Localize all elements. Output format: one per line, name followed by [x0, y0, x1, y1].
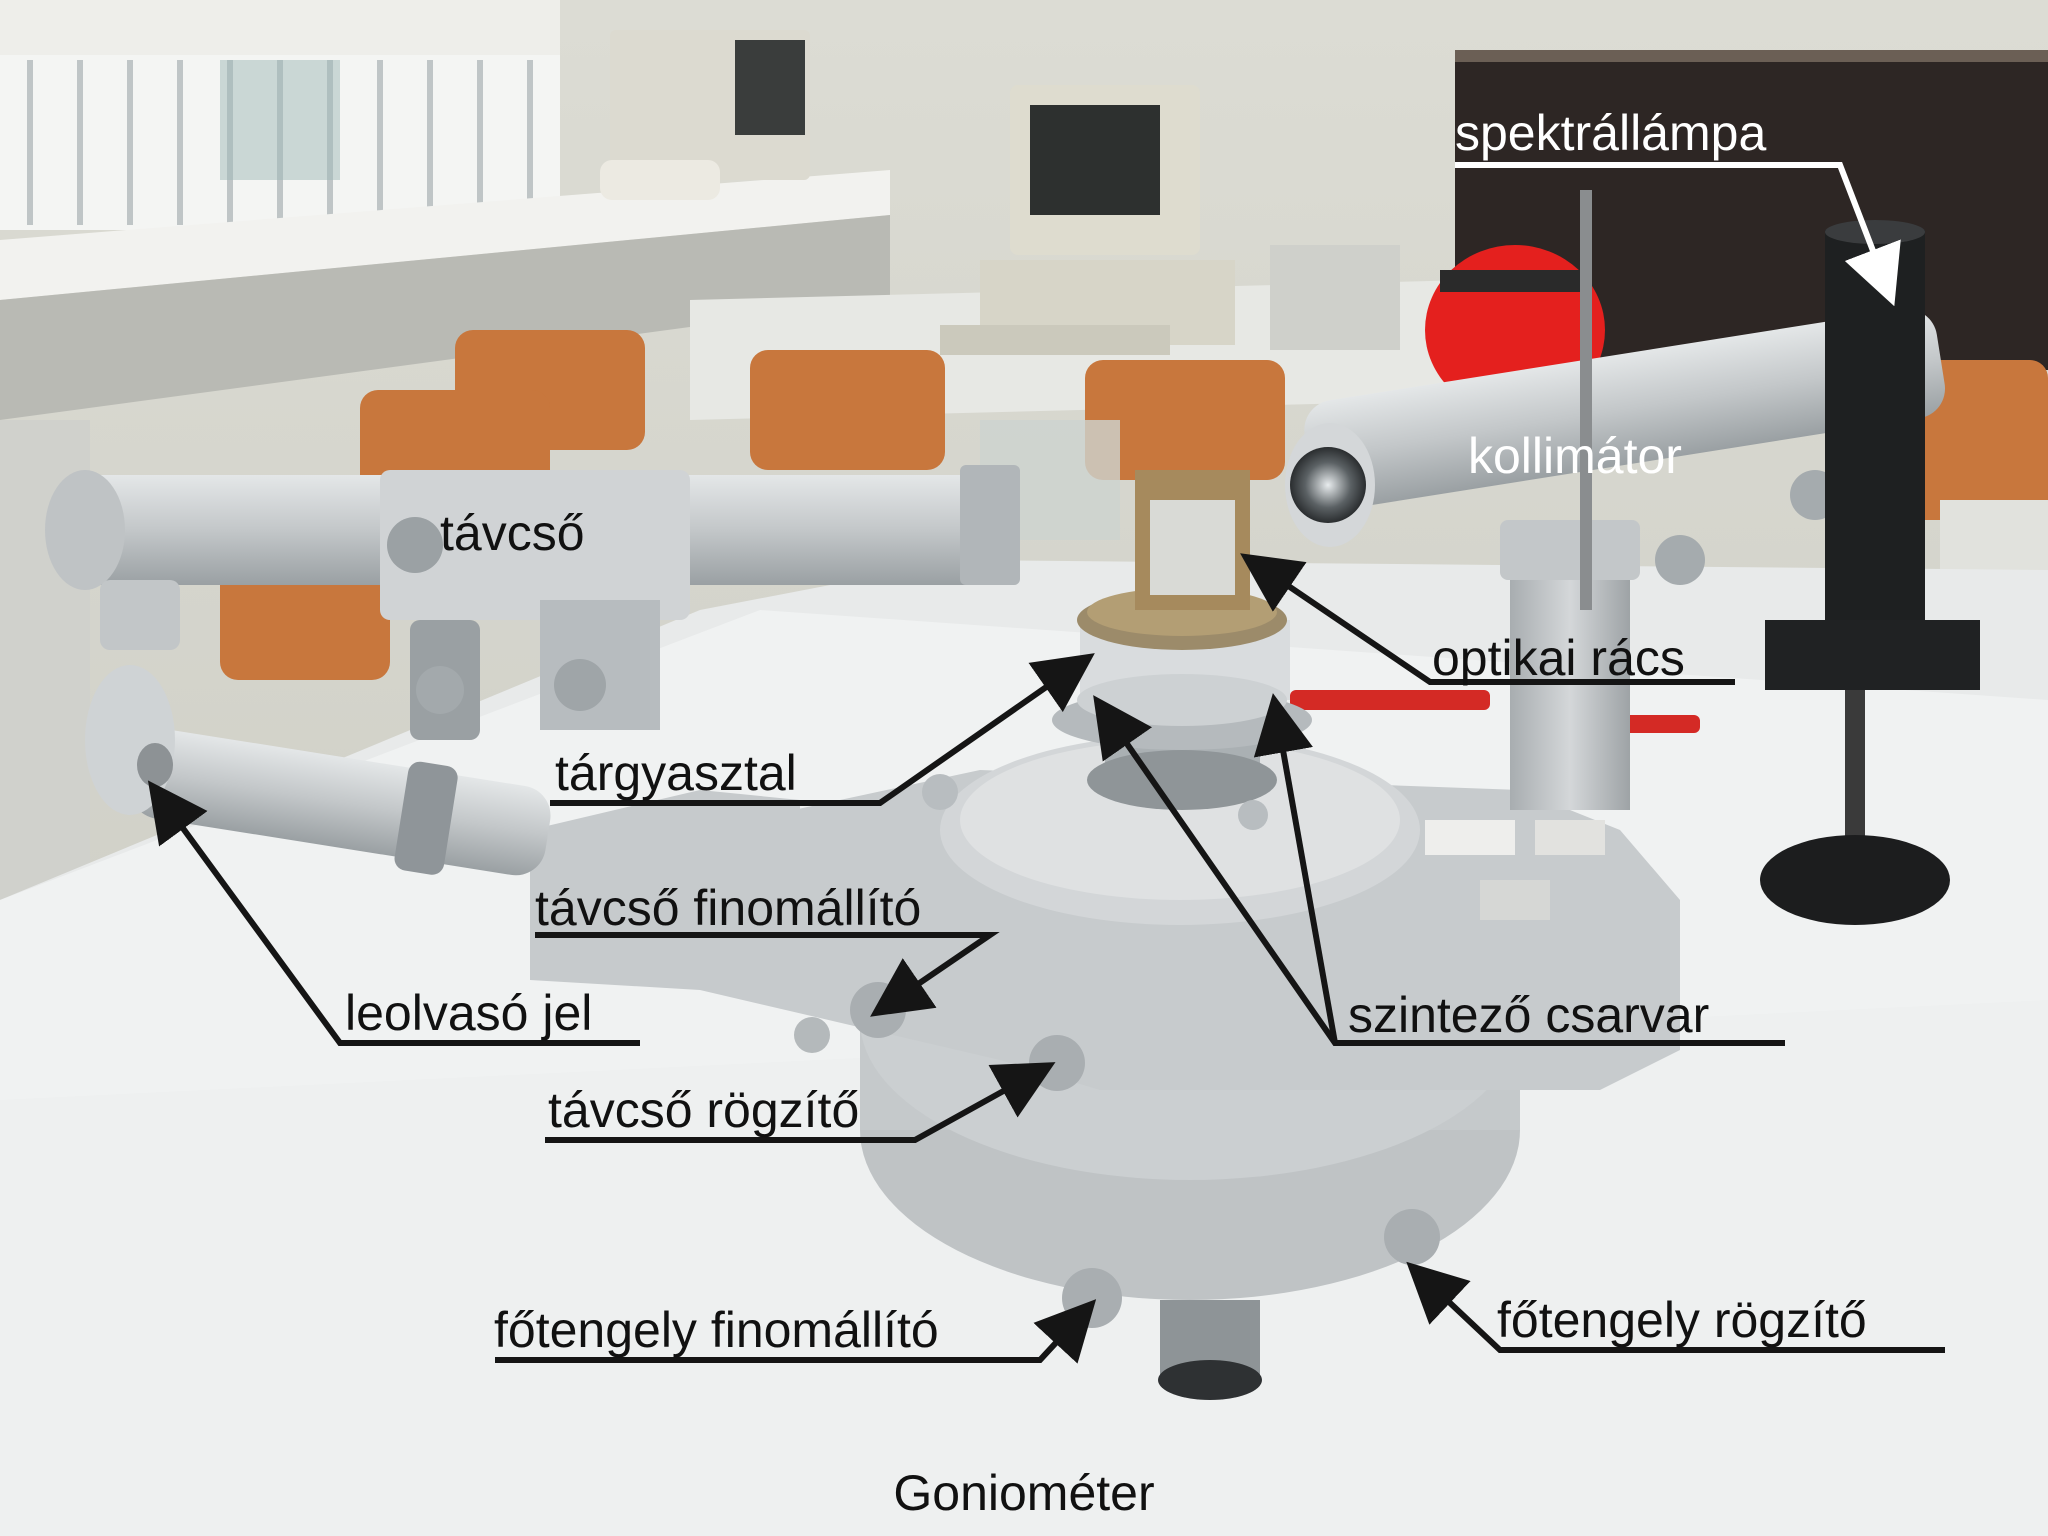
leader-lines-light — [1455, 162, 1901, 307]
leader-arrow — [495, 1299, 1097, 1364]
leader-arrow — [147, 780, 640, 1046]
leader-arrow — [1406, 1261, 1945, 1353]
label-fotengely-rogzito: főtengely rögzítő — [1497, 1292, 1867, 1348]
leader-arrow — [1240, 553, 1735, 685]
label-optikai-racs: optikai rács — [1432, 630, 1685, 686]
label-tavcso: távcső — [440, 505, 585, 561]
leader-lines-dark — [147, 553, 1945, 1364]
label-targyasztal: tárgyasztal — [555, 745, 797, 801]
label-spektrallampa: spektrállámpa — [1455, 105, 1767, 161]
label-kollimator: kollimátor — [1468, 428, 1682, 484]
label-fotengely-finomallito: főtengely finomállító — [494, 1302, 939, 1358]
leader-arrow — [545, 1062, 1056, 1143]
leader-arrow — [1253, 693, 1338, 1044]
leader-arrow — [1455, 162, 1901, 307]
label-leolvaso-jel: leolvasó jel — [345, 985, 593, 1041]
label-szintezo-csavar: szintező csarvar — [1348, 987, 1710, 1043]
leader-arrow — [550, 653, 1095, 806]
figure-caption: Goniométer — [893, 1465, 1155, 1521]
leader-arrow — [535, 932, 1000, 1017]
label-tavcso-rogzito: távcső rögzítő — [548, 1082, 860, 1138]
label-tavcso-finomallito: távcső finomállító — [535, 880, 922, 936]
